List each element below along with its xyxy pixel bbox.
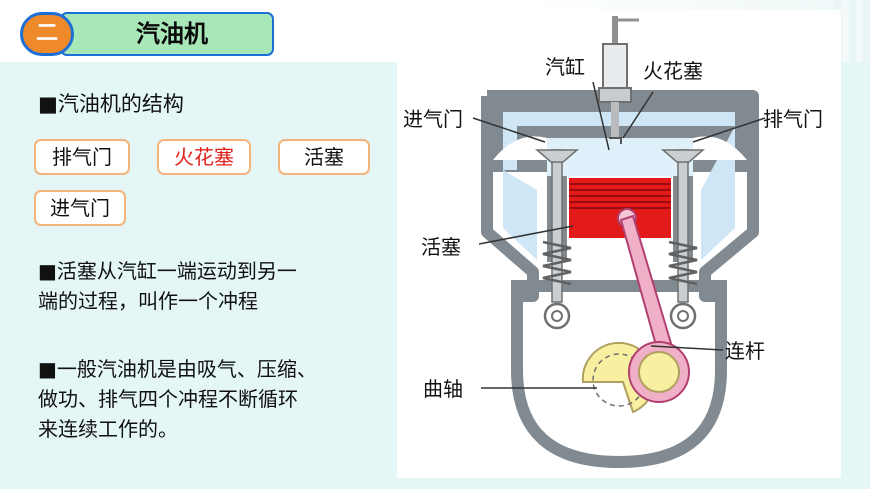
chip-piston[interactable]: 活塞 xyxy=(278,139,370,175)
engine-diagram: 汽缸 火花塞 进气门 排气门 活塞 连杆 曲轴 xyxy=(397,10,841,478)
cylinder-wall xyxy=(481,90,759,302)
stroke-definition-line-2: 端的过程，叫作一个冲程 xyxy=(38,289,258,313)
spark-plug-electrode xyxy=(611,102,619,138)
cycle-description-line-1: ■一般汽油机是由吸气、压缩、 xyxy=(38,357,317,381)
label-crankshaft: 曲轴 xyxy=(423,377,463,401)
section-number-badge: 二 xyxy=(20,12,74,56)
label-cylinder: 汽缸 xyxy=(545,55,585,79)
exhaust-valve-head xyxy=(660,149,706,163)
structure-heading: ■汽油机的结构 xyxy=(38,92,184,116)
exhaust-port xyxy=(693,136,747,160)
stroke-definition: ■活塞从汽缸一端运动到另一 端的过程，叫作一个冲程 xyxy=(38,256,368,316)
intake-valve-spring xyxy=(542,240,572,286)
stroke-definition-line-1: ■活塞从汽缸一端运动到另一 xyxy=(38,259,297,283)
leader-lines xyxy=(472,81,766,389)
title-bar xyxy=(60,12,274,56)
chip-intake-valve[interactable]: 进气门 xyxy=(34,190,126,226)
spark-plug-insulator xyxy=(602,43,628,89)
piston-rings xyxy=(569,183,671,209)
label-exhaust-valve: 排气门 xyxy=(763,107,823,131)
exhaust-valve-spring xyxy=(668,240,698,286)
spark-plug-tip xyxy=(609,137,622,144)
label-piston: 活塞 xyxy=(421,235,461,259)
label-connecting-rod: 连杆 xyxy=(725,339,765,363)
chip-spark-plug[interactable]: 火花塞 xyxy=(157,139,251,175)
page-title: 汽油机 xyxy=(136,20,208,48)
intake-valve-head xyxy=(534,149,580,163)
cycle-description-line-2: 做功、排气四个冲程不断循环 xyxy=(38,387,298,411)
coolant-jacket-left xyxy=(503,170,537,260)
cycle-description-line-3: 来连续工作的。 xyxy=(38,417,178,441)
spark-wire xyxy=(612,16,618,44)
intake-port xyxy=(493,136,547,160)
crank-pin xyxy=(638,351,680,393)
section-title: 汽油机 二 xyxy=(20,12,278,60)
spark-plug-body xyxy=(598,87,632,103)
chip-exhaust-valve[interactable]: 排气门 xyxy=(34,139,130,175)
engine-diagram-svg: 汽缸 火花塞 进气门 排气门 活塞 连杆 曲轴 xyxy=(403,16,823,469)
label-intake-valve: 进气门 xyxy=(403,107,463,131)
cycle-description: ■一般汽油机是由吸气、压缩、 做功、排气四个冲程不断循环 来连续工作的。 xyxy=(38,354,368,444)
combustion-chamber xyxy=(547,138,693,176)
label-spark-plug: 火花塞 xyxy=(643,59,703,83)
